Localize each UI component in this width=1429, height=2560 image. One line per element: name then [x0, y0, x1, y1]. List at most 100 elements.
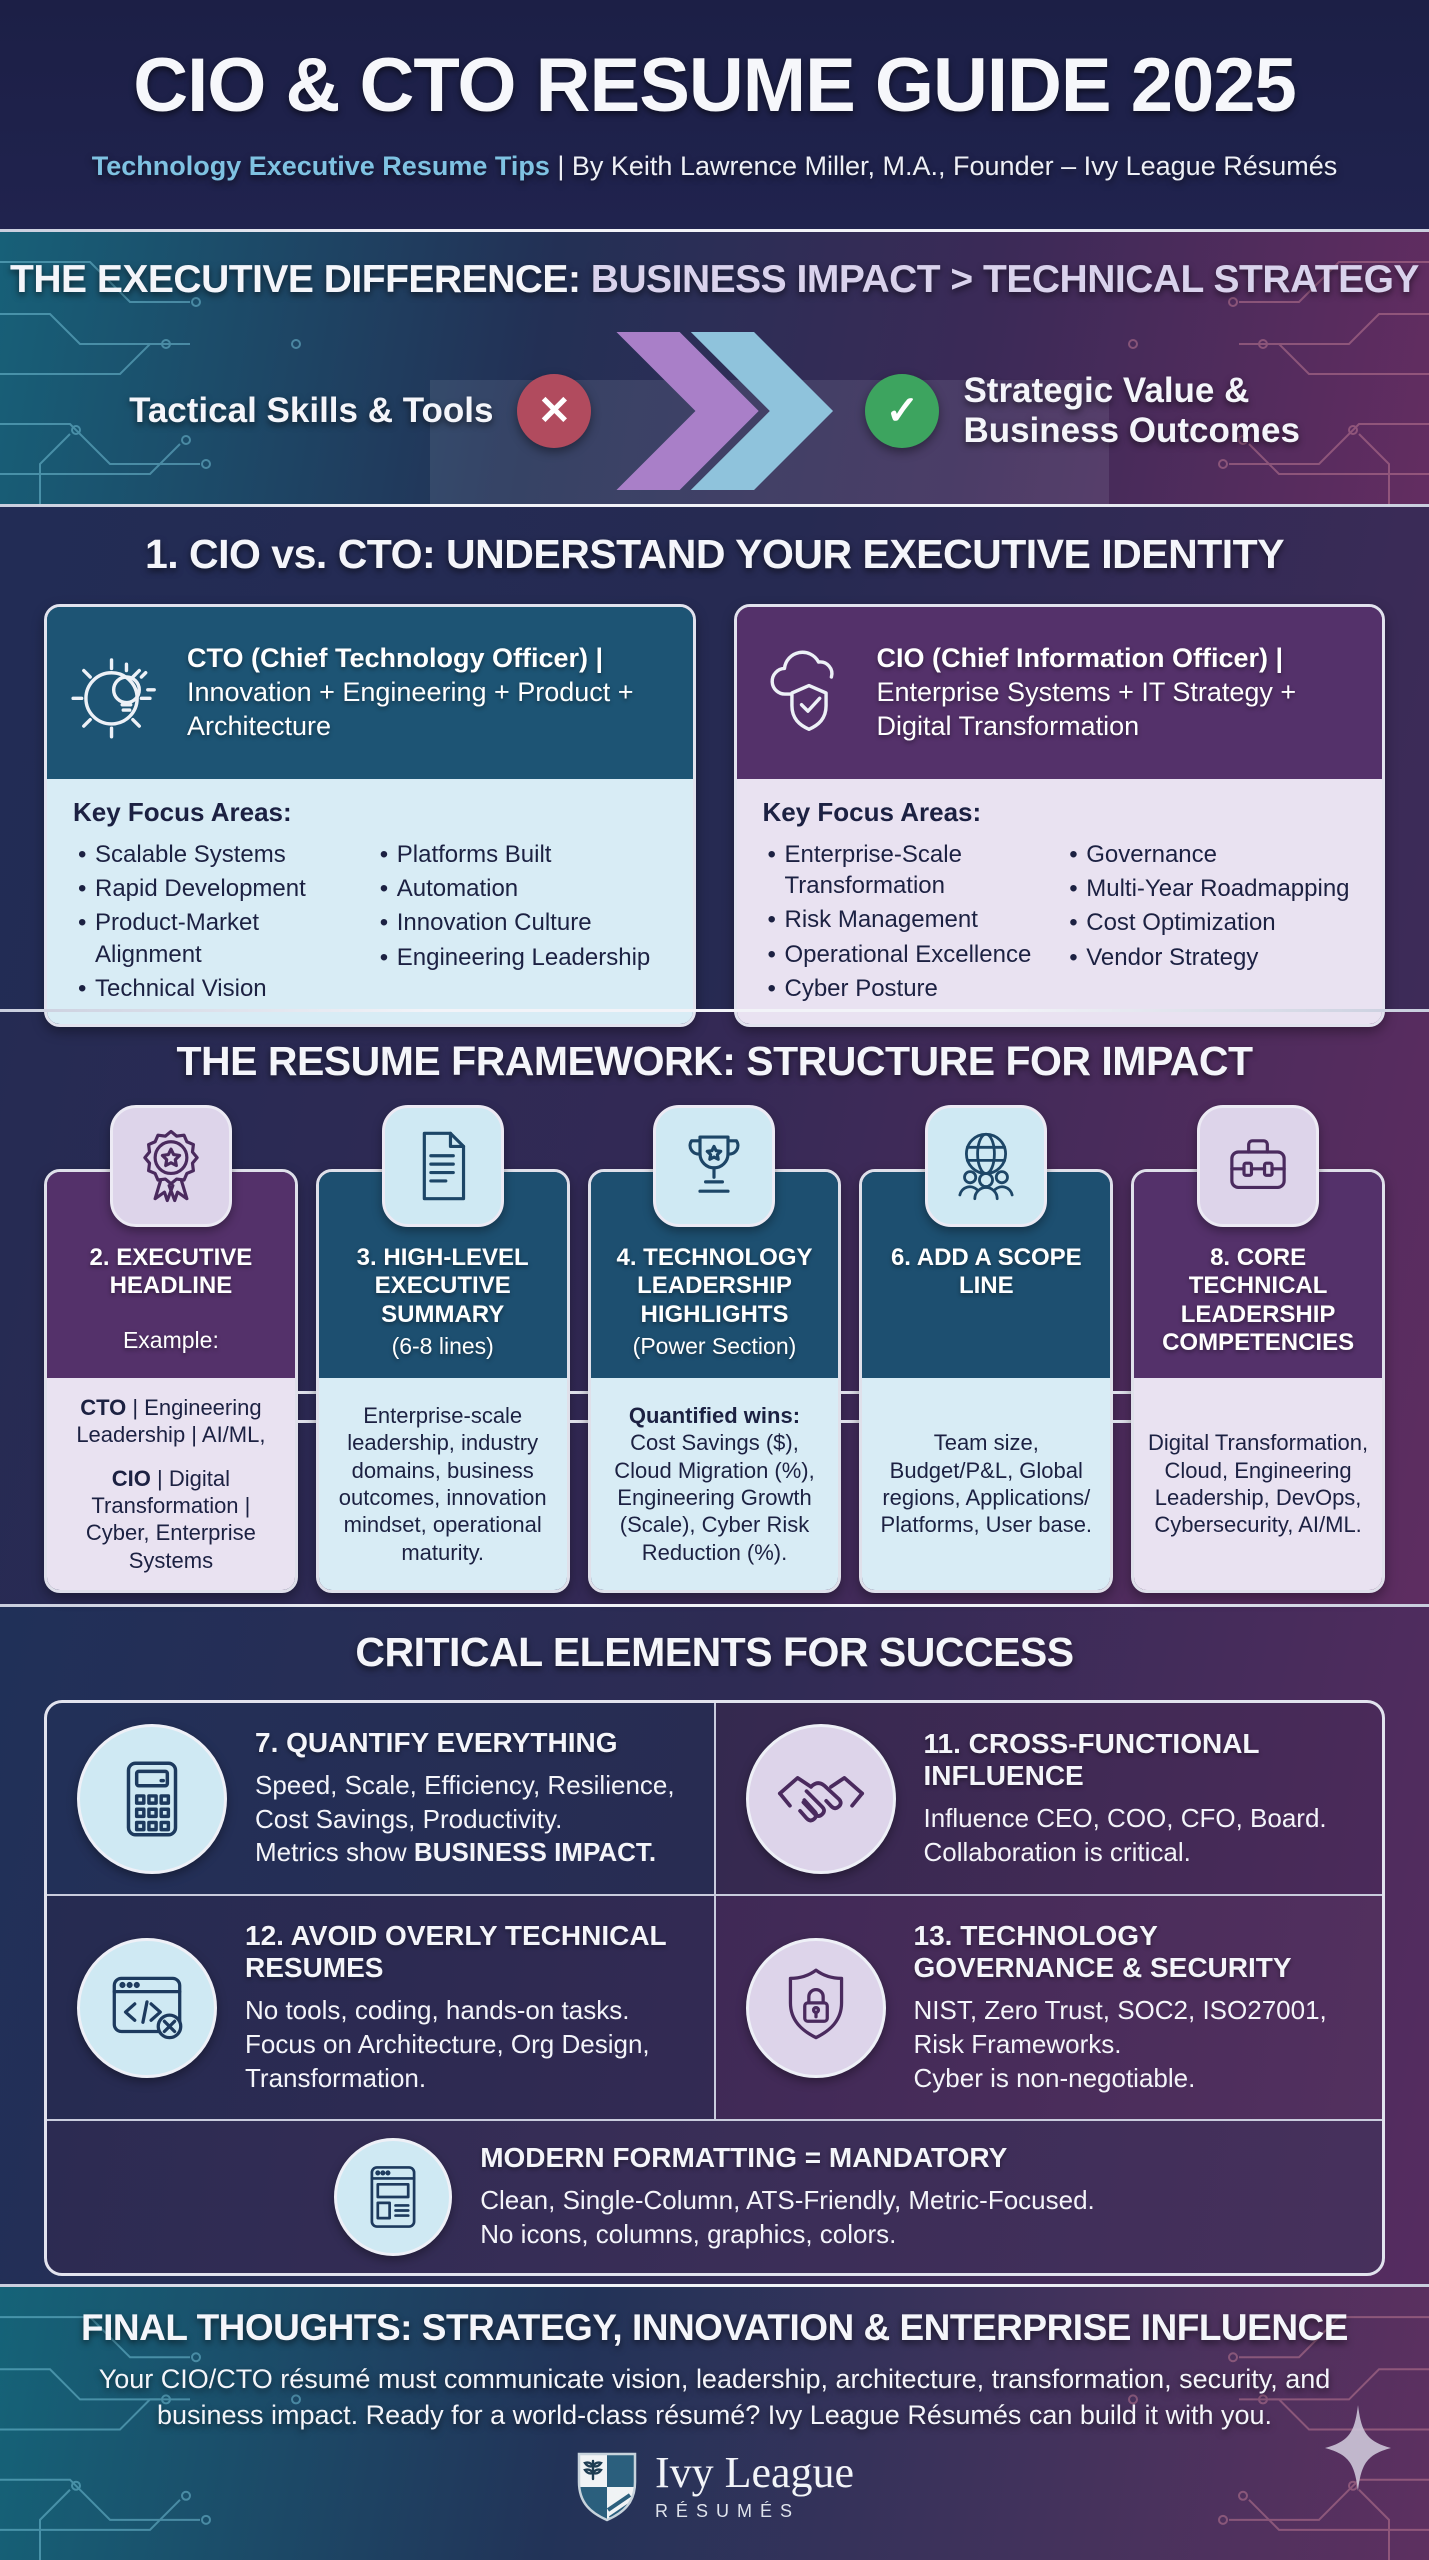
logo-name: Ivy League: [654, 2448, 855, 2498]
framework-card-body: Team size, Budget/P&L, Global regions, A…: [862, 1378, 1111, 1590]
banner-heading: THE EXECUTIVE DIFFERENCE: BUSINESS IMPAC…: [0, 258, 1429, 302]
cloud-shield-icon: [769, 650, 834, 731]
strategic-label: Strategic Value & Business Outcomes: [963, 370, 1300, 450]
page-subtitle: Technology Executive Resume Tips | By Ke…: [0, 151, 1429, 182]
cto-focus-list-1: Scalable Systems Rapid Development Produ…: [73, 836, 365, 1004]
globe-team-icon: [925, 1105, 1048, 1227]
identity-cards: CTO (Chief Technology Officer) | Innovat…: [0, 604, 1429, 1027]
shield-lock-icon: [745, 1937, 886, 2078]
cto-card-header: CTO (Chief Technology Officer) | Innovat…: [47, 607, 693, 779]
framework-cards: 2. EXECUTIVE HEADLINE Example: CTO | Eng…: [0, 1105, 1429, 1593]
framework-card-scope: 6. ADD A SCOPE LINE Team size, Budget/P&…: [859, 1105, 1134, 1593]
list-item: Engineering Leadership: [375, 942, 667, 973]
cio-focus-label: Key Focus Areas:: [762, 797, 982, 827]
final-thoughts-heading: FINAL THOUGHTS: STRATEGY, INNOVATION & E…: [81, 2307, 1348, 2348]
section-divider: [0, 1009, 1429, 1012]
final-thoughts-section: FINAL THOUGHTS: STRATEGY, INNOVATION & E…: [0, 2287, 1429, 2560]
list-item: Technical Vision: [73, 973, 365, 1004]
list-item: Enterprise-Scale Transformation: [763, 839, 1055, 901]
framework-card-headline: 2. EXECUTIVE HEADLINE Example: CTO | Eng…: [44, 1105, 319, 1593]
final-thoughts-paragraph: Your CIO/CTO résumé must communicate vis…: [98, 2364, 1331, 2431]
tactical-label: Tactical Skills & Tools: [129, 390, 494, 430]
item-text: Influence CEO, COO, CFO, Board. Collabor…: [923, 1802, 1327, 1867]
cto-card-title: CTO (Chief Technology Officer) | Innovat…: [187, 643, 634, 741]
section-divider: [0, 2284, 1429, 2287]
modern-formatting-item: MODERN FORMATTING = MANDATORY Clean, Sin…: [47, 2121, 1382, 2273]
cio-card: CIO (Chief Information Officer) | Enterp…: [733, 604, 1385, 1027]
framework-card-body: Quantified wins:Cost Savings ($), Cloud …: [590, 1378, 839, 1590]
brand-logo: Ivy League RÉSUMÉS: [0, 2450, 1429, 2524]
executive-difference-banner: THE EXECUTIVE DIFFERENCE: BUSINESS IMPAC…: [0, 232, 1429, 504]
list-item: Platforms Built: [375, 839, 667, 870]
list-item: Rapid Development: [73, 873, 365, 904]
banner-heading-white: THE EXECUTIVE DIFFERENCE:: [10, 258, 591, 301]
list-item: Risk Management: [763, 904, 1055, 935]
cio-vs-cto-section: 1. CIO vs. CTO: UNDERSTAND YOUR EXECUTIV…: [0, 507, 1429, 1027]
governance-security-item: 13. TECHNOLOGY GOVERNANCE & SECURITY NIS…: [715, 1896, 1382, 2119]
list-item: Product-Market Alignment: [73, 907, 365, 969]
cio-card-header: CIO (Chief Information Officer) | Enterp…: [736, 607, 1382, 779]
item-text: No tools, coding, hands-on tasks. Focus …: [245, 1994, 650, 2093]
framework-heading: THE RESUME FRAMEWORK: STRUCTURE FOR IMPA…: [176, 1038, 1253, 1084]
cto-focus-list-2: Platforms Built Automation Innovation Cu…: [375, 836, 667, 1004]
item-text: Clean, Single-Column, ATS-Friendly, Metr…: [480, 2185, 1095, 2250]
cio-focus-list-2: Governance Multi-Year Roadmapping Cost O…: [1064, 836, 1356, 1004]
framework-card-body: CTO | Engineering Leadership | AI/ML, CI…: [47, 1378, 295, 1590]
green-check-icon: ✓: [865, 374, 940, 448]
double-chevron-arrow-icon: [616, 332, 834, 490]
list-item: Scalable Systems: [73, 839, 365, 870]
cto-card-body: Key Focus Areas: Scalable Systems Rapid …: [47, 779, 693, 1024]
list-item: Governance: [1064, 839, 1356, 870]
document-icon: [381, 1105, 504, 1227]
list-item: Automation: [375, 873, 667, 904]
briefcase-icon: [1197, 1105, 1320, 1227]
subtitle-highlight: Technology Executive Resume Tips: [91, 151, 550, 181]
framework-card-highlights: 4. TECHNOLOGY LEADERSHIP HIGHLIGHTS (Pow…: [587, 1105, 863, 1593]
framework-card-header: 6. ADD A SCOPE LINE: [862, 1172, 1111, 1378]
critical-heading: CRITICAL ELEMENTS FOR SUCCESS: [355, 1629, 1074, 1675]
trophy-icon: [653, 1105, 776, 1227]
avoid-technical-resumes-item: 12. AVOID OVERLY TECHNICAL RESUMES No to…: [47, 1896, 714, 2119]
section-divider: [0, 229, 1429, 232]
handshake-icon: [745, 1723, 896, 1874]
item-text: Speed, Scale, Efficiency, Resilience, Co…: [255, 1769, 675, 1868]
framework-card-header: 2. EXECUTIVE HEADLINE Example:: [47, 1172, 295, 1378]
cto-card: CTO (Chief Technology Officer) | Innovat…: [44, 604, 696, 1027]
banner-heading-accent: BUSINESS IMPACT > TECHNICAL STRATEGY: [590, 258, 1420, 301]
ivy-league-shield-logo: [577, 2452, 637, 2522]
framework-card-body: Digital Transformation, Cloud, Engineeri…: [1134, 1378, 1382, 1590]
list-item: Operational Excellence: [763, 939, 1055, 970]
item-text: NIST, Zero Trust, SOC2, ISO27001, Risk F…: [913, 1994, 1327, 2093]
cio-card-title: CIO (Chief Information Officer) | Enterp…: [876, 643, 1297, 741]
award-ribbon-icon: [109, 1105, 232, 1227]
page-header: CIO & CTO RESUME GUIDE 2025 Technology E…: [0, 0, 1429, 229]
resume-framework-section: THE RESUME FRAMEWORK: STRUCTURE FOR IMPA…: [0, 1012, 1429, 1604]
cross-functional-influence-item: 11. CROSS-FUNCTIONAL INFLUENCE Influence…: [715, 1703, 1382, 1894]
calculator-icon: [77, 1723, 227, 1874]
cio-card-body: Key Focus Areas: Enterprise-Scale Transf…: [736, 779, 1382, 1024]
code-window-x-icon: [77, 1937, 217, 2078]
cio-focus-list-1: Enterprise-Scale Transformation Risk Man…: [763, 836, 1055, 1004]
cto-focus-label: Key Focus Areas:: [73, 797, 292, 827]
framework-card-summary: 3. HIGH-LEVEL EXECUTIVE SUMMARY (6-8 lin…: [315, 1105, 591, 1593]
page-title: CIO & CTO RESUME GUIDE 2025: [133, 43, 1297, 128]
framework-card-competencies: 8. CORE TECHNICAL LEADERSHIP COMPETENCIE…: [1131, 1105, 1385, 1593]
logo-subtitle: RÉSUMÉS: [654, 2501, 800, 2522]
section-divider: [0, 504, 1429, 507]
subtitle-byline: | By Keith Lawrence Miller, M.A., Founde…: [549, 151, 1338, 181]
quantify-everything-item: 7. QUANTIFY EVERYTHING Speed, Scale, Eff…: [47, 1703, 714, 1894]
critical-elements-section: CRITICAL ELEMENTS FOR SUCCESS 7. QUANTIF…: [0, 1607, 1429, 2284]
sparkle-icon: [1325, 2405, 1391, 2491]
doc-layout-icon: [334, 2138, 453, 2256]
critical-elements-grid: 7. QUANTIFY EVERYTHING Speed, Scale, Eff…: [44, 1700, 1385, 2276]
list-item: Cost Optimization: [1064, 907, 1356, 938]
red-x-icon: ✕: [517, 374, 592, 448]
list-item: Innovation Culture: [375, 907, 667, 938]
list-item: Vendor Strategy: [1064, 942, 1356, 973]
list-item: Multi-Year Roadmapping: [1064, 873, 1356, 904]
framework-card-body: Enterprise-scale leadership, industry do…: [318, 1378, 567, 1590]
gear-lightbulb-icon: [71, 658, 156, 739]
list-item: Cyber Posture: [763, 973, 1055, 1004]
tactical-to-strategic-flow: Tactical Skills & Tools ✕ ✓ Strategic Va…: [0, 332, 1429, 490]
identity-heading: 1. CIO vs. CTO: UNDERSTAND YOUR EXECUTIV…: [144, 531, 1285, 577]
